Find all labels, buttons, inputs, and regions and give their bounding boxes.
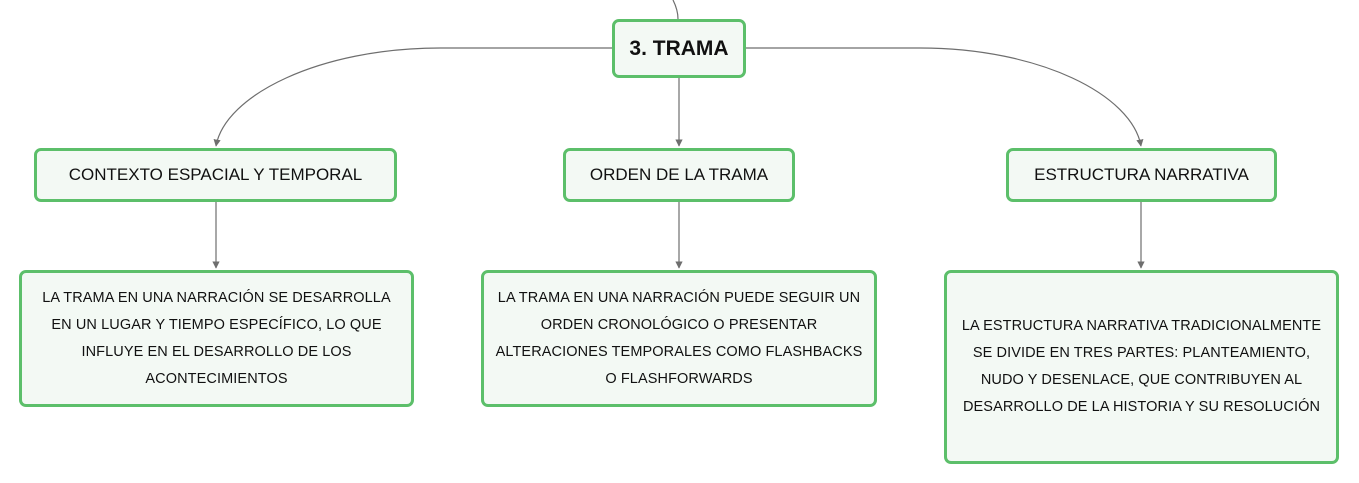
- edge-root-to-contexto: [213, 47, 612, 147]
- detail-text: LA TRAMA EN UNA NARRACIÓN PUEDE SEGUIR U…: [495, 289, 863, 387]
- branch-node-estructura[interactable]: ESTRUCTURA NARRATIVA: [1006, 148, 1277, 202]
- root-label: 3. TRAMA: [629, 36, 729, 60]
- detail-node-contexto[interactable]: LA TRAMA EN UNA NARRACIÓN SE DESARROLLA …: [19, 270, 414, 407]
- branch-label: ORDEN DE LA TRAMA: [589, 165, 769, 184]
- detail-text: LA TRAMA EN UNA NARRACIÓN SE DESARROLLA …: [42, 289, 391, 387]
- edge-root-to-estructura: [746, 47, 1144, 147]
- branch-label: ESTRUCTURA NARRATIVA: [1034, 165, 1249, 184]
- detail-node-estructura[interactable]: LA ESTRUCTURA NARRATIVA TRADICIONALMENTE…: [944, 270, 1339, 464]
- branch-label: CONTEXTO ESPACIAL Y TEMPORAL: [68, 165, 363, 184]
- edge-parent-to-root: [672, 0, 679, 20]
- detail-text: LA ESTRUCTURA NARRATIVA TRADICIONALMENTE…: [961, 318, 1322, 415]
- root-node-trama[interactable]: 3. TRAMA: [612, 19, 746, 78]
- branch-node-contexto[interactable]: CONTEXTO ESPACIAL Y TEMPORAL: [34, 148, 397, 202]
- branch-node-orden[interactable]: ORDEN DE LA TRAMA: [563, 148, 795, 202]
- detail-node-orden[interactable]: LA TRAMA EN UNA NARRACIÓN PUEDE SEGUIR U…: [481, 270, 877, 407]
